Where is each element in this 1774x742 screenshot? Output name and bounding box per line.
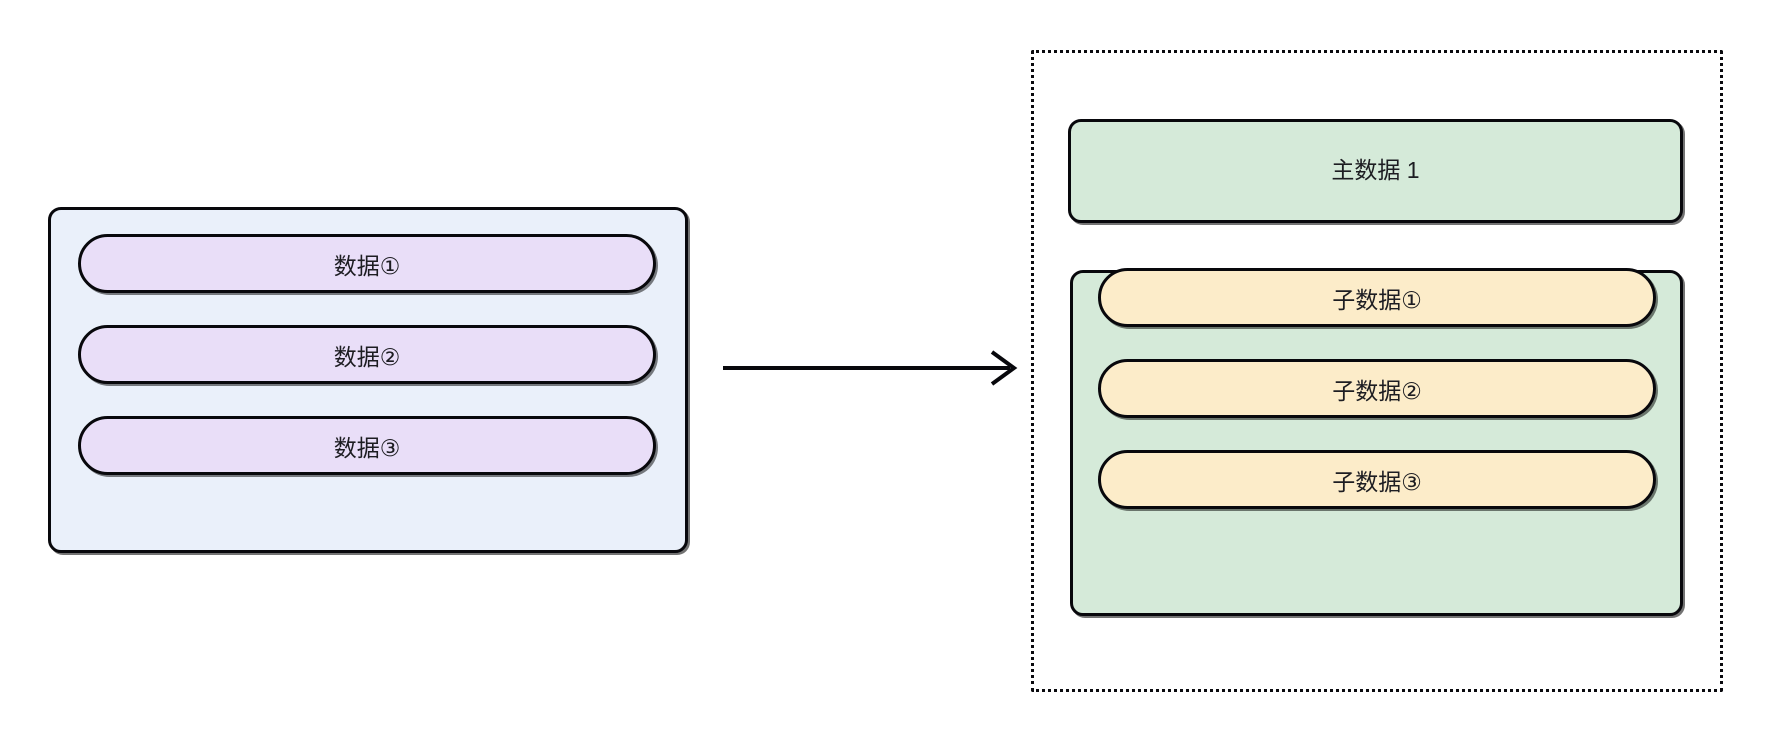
sub-data-container[interactable] [1070,270,1683,616]
sub-data-item-3-label: 子数据③ [1332,468,1422,495]
data-item-3-label: 数据③ [333,434,401,461]
data-item-2[interactable]: 数据② [78,325,656,384]
sub-data-item-1[interactable]: 子数据① [1098,268,1656,327]
data-item-1-label: 数据① [333,252,401,279]
sub-data-item-3[interactable]: 子数据③ [1098,450,1656,509]
sub-data-item-1-label: 子数据① [1332,286,1422,313]
sub-data-item-2[interactable]: 子数据② [1098,359,1656,418]
master-detail-group[interactable] [1031,50,1723,692]
data-item-3[interactable]: 数据③ [78,416,656,475]
data-item-2-label: 数据② [333,343,401,370]
sub-data-item-2-label: 子数据② [1332,377,1422,404]
data-item-1[interactable]: 数据① [78,234,656,293]
transform-arrow-icon [723,350,1018,386]
master-data-box[interactable]: 主数据 1 [1068,119,1683,223]
master-data-label: 主数据 1 [1331,157,1420,184]
